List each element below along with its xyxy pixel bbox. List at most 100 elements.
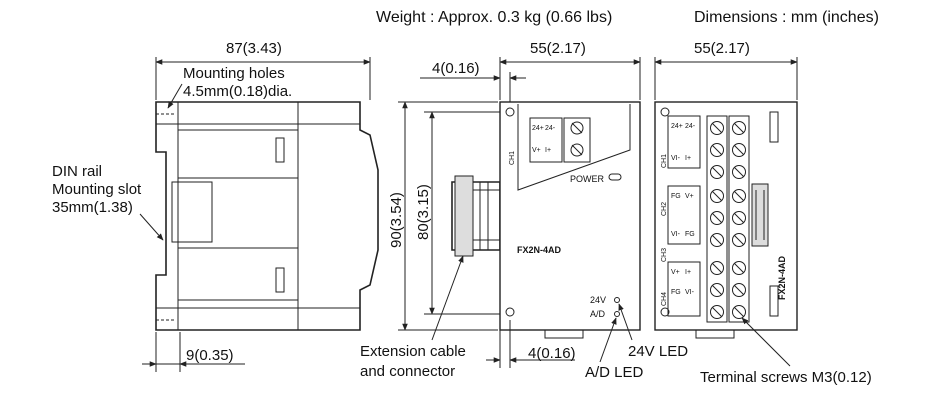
screw-slot	[712, 145, 722, 155]
front-t-ip: I+	[545, 147, 551, 154]
terminal-view: 55(2.17) 24+ 24- VI- I+ CH1 FG V+ VI- FG…	[654, 40, 872, 386]
screw-slot	[734, 213, 744, 223]
terminal-body	[654, 101, 798, 331]
din-rail-text-3: 35mm(1.38)	[52, 199, 133, 216]
terminal-screw	[732, 305, 746, 319]
side-width-dim: 87(3.43)	[226, 40, 282, 57]
terminal-screw	[732, 189, 746, 203]
tv-t-24m: 24-	[685, 123, 696, 130]
bottom-clip	[544, 329, 584, 339]
terminal-width-dim: 55(2.17)	[694, 40, 750, 57]
front-t-24p: 24+	[532, 125, 544, 132]
ext-cable-text-2: and connector	[360, 363, 455, 380]
screw-slot	[734, 167, 744, 177]
tv-ch3-label: CH3	[661, 248, 668, 262]
screw-slot	[734, 235, 744, 245]
screw-slot	[712, 123, 722, 133]
tv-t-vm1: VI-	[671, 155, 681, 162]
terminal-screw	[710, 143, 724, 157]
led-ad-callout: A/D LED	[585, 364, 644, 381]
screw-slot	[712, 235, 722, 245]
dimensions-label: Dimensions : mm (inches)	[694, 9, 879, 26]
front-width-dim: 55(2.17)	[530, 40, 586, 57]
tv-ch2-label: CH2	[661, 202, 668, 216]
top-mounting-hole	[505, 107, 515, 117]
tv-t-vp2: V+	[685, 193, 694, 200]
terminal-model-label: FX2N-4AD	[777, 255, 787, 300]
screw-slot	[734, 123, 744, 133]
tv-t-24p: 24+	[671, 123, 683, 130]
tv-t-fg2b: FG	[685, 231, 695, 238]
front-model-label: FX2N-4AD	[517, 245, 562, 255]
mounting-holes-text-2: 4.5mm(0.18)dia.	[183, 83, 292, 100]
led-24v-label: 24V	[590, 295, 606, 305]
terminal-screw	[710, 211, 724, 225]
screw-slot	[734, 145, 744, 155]
screw-slot	[734, 263, 744, 273]
terminal-screw	[732, 121, 746, 135]
front-view: 55(2.17) 4(0.16) 90(3.54) 80(3.15)	[360, 40, 688, 381]
front-body	[499, 101, 641, 331]
tv-t-fg4: FG	[671, 289, 681, 296]
screw-slot	[734, 191, 744, 201]
din-rail-text-1: DIN rail	[52, 163, 102, 180]
terminal-screws-callout: Terminal screws M3(0.12)	[700, 369, 872, 386]
terminal-screw	[710, 189, 724, 203]
side-body	[155, 101, 379, 331]
terminal-screw	[732, 233, 746, 247]
screw-slot	[712, 167, 722, 177]
screw-slot	[712, 307, 722, 317]
terminal-screw	[710, 305, 724, 319]
screw-slot	[712, 213, 722, 223]
terminal-screw	[732, 165, 746, 179]
front-offset-top-dim: 4(0.16)	[432, 60, 480, 77]
screw-slot	[734, 307, 744, 317]
din-rail-text-2: Mounting slot	[52, 181, 142, 198]
screw-slot	[734, 285, 744, 295]
tv-t-ip1: I+	[685, 155, 691, 162]
screw-column	[706, 115, 728, 323]
led-24v-callout: 24V LED	[628, 343, 688, 360]
terminal-screw	[732, 261, 746, 275]
terminal-screw	[710, 121, 724, 135]
front-t-vp: V+	[532, 147, 541, 154]
terminal-screw	[710, 261, 724, 275]
din-slot	[171, 181, 213, 243]
extension-connector	[454, 175, 474, 257]
terminal-screw	[732, 211, 746, 225]
rail-offset-dim: 9(0.35)	[186, 347, 234, 364]
tv-t-vm2: VI-	[671, 231, 681, 238]
tv-t-ip4: I+	[685, 269, 691, 276]
side-view: 87(3.43) Mounting holes 4.5mm(0.18)dia. …	[52, 40, 379, 372]
height-inner-dim: 80(3.15)	[415, 184, 432, 240]
front-ch1-label: CH1	[509, 151, 516, 165]
ext-cable-text-1: Extension cable	[360, 343, 466, 360]
power-label: POWER	[570, 174, 605, 184]
height-outer-dim: 90(3.54)	[388, 192, 405, 248]
mounting-holes-text-1: Mounting holes	[183, 65, 285, 82]
terminal-screws	[706, 115, 750, 323]
weight-label: Weight : Approx. 0.3 kg (0.66 lbs)	[376, 9, 612, 26]
screw-slot	[712, 285, 722, 295]
front-offset-bottom-dim: 4(0.16)	[528, 345, 576, 362]
terminal-screw	[732, 283, 746, 297]
screw-slot	[712, 263, 722, 273]
terminal-screw	[732, 143, 746, 157]
screw-slot	[712, 191, 722, 201]
terminal-screw	[710, 233, 724, 247]
led-ad	[614, 311, 620, 317]
led-24v	[614, 297, 620, 303]
front-t-24m: 24-	[545, 125, 556, 132]
screw-column	[728, 115, 750, 323]
tv-t-fg2: FG	[671, 193, 681, 200]
led-ad-label: A/D	[590, 309, 606, 319]
tv-ch4-label: CH4	[661, 292, 668, 306]
power-led	[608, 173, 622, 181]
tv-ch1-label: CH1	[661, 154, 668, 168]
terminal-connector	[751, 183, 769, 247]
terminal-screw	[710, 165, 724, 179]
tv-t-vm4: VI-	[685, 289, 695, 296]
terminal-screw	[710, 283, 724, 297]
